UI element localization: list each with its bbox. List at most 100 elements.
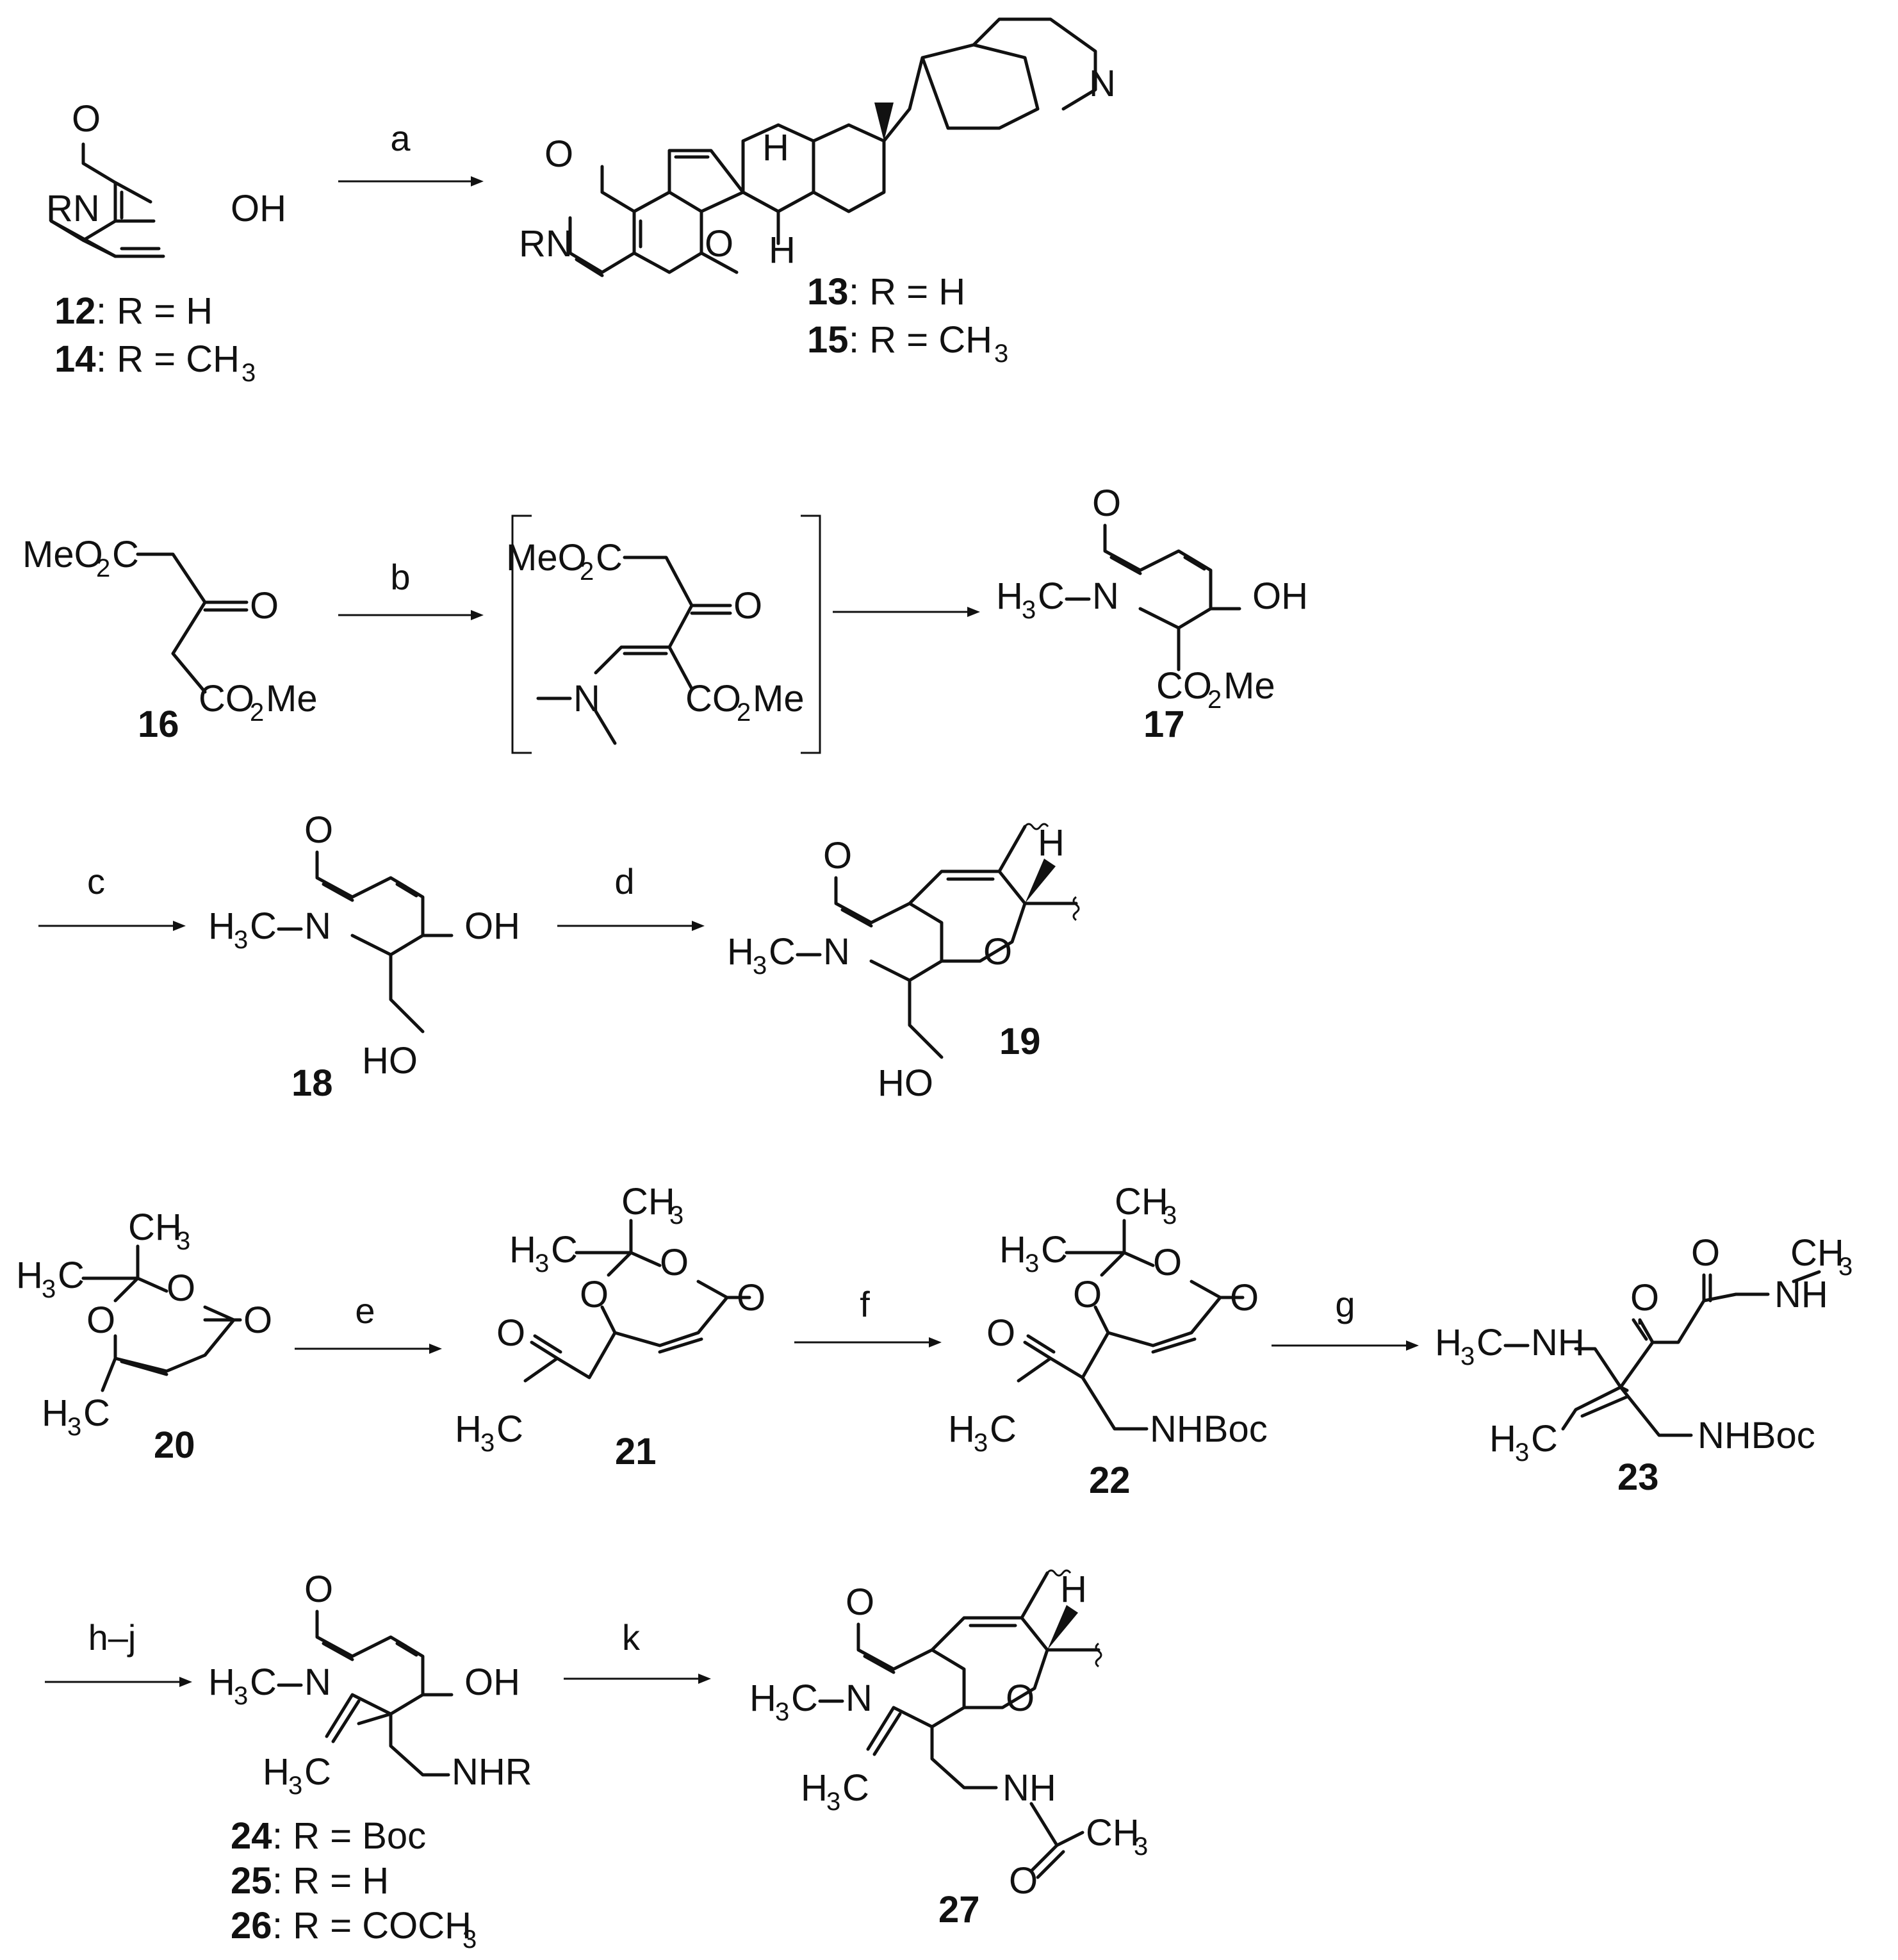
arrowhead-k [698,1674,711,1684]
subscript: 3 [1022,596,1036,624]
oxygen-label: O [72,98,101,140]
reagent-h-j: h–j [88,1617,136,1658]
subscript: 2 [96,554,110,582]
arrowhead-e [429,1344,442,1354]
ring-oxygen-label: O [86,1299,115,1341]
oh-label: OH [464,905,520,947]
reagent-a: a [390,118,411,158]
subscript: 2 [737,698,751,727]
compound-24-text: : R = Boc [272,1815,426,1857]
nitrogen-label: N [304,905,331,947]
ch3-label: CH [1115,1181,1168,1223]
compound-16-structure: MeO 2 C O CO 2 Me [22,534,318,727]
compound-15-number: 15 [807,319,849,361]
arrowhead-f [929,1337,942,1347]
meo2c-label: MeO [22,534,103,575]
arrowhead-c [173,921,186,931]
nh-label: NH [1774,1274,1828,1315]
reagent-c: c [87,861,105,902]
ch3-label: CH [128,1206,182,1248]
compound-23-structure: O CH 3 O NH H 3 C NH H 3 C NHBoc [1435,1232,1853,1467]
intermediate-bracketed-structure: MeO 2 C O N CO 2 Me [506,515,821,754]
meo2c-label: C [596,537,623,579]
h3c-label: H [727,931,754,973]
nhr-label: NHR [452,1751,532,1793]
h3c-label: H [16,1255,43,1296]
h3c-label: H [801,1767,828,1809]
compound-16-number: 16 [138,704,179,745]
h3c-label: C [990,1408,1017,1450]
subscript: 3 [67,1413,81,1441]
arrowhead-a [471,176,484,186]
ch3-label: CH [621,1181,675,1223]
compound-12-text: : R = H [96,290,213,332]
arrowhead-h-j [179,1677,192,1687]
compound-20-structure: CH 3 H 3 C O O O H 3 C [16,1206,272,1441]
subscript: 3 [753,951,767,980]
arrowhead-d [692,921,705,931]
hydrogen-label: H [769,229,796,271]
reagent-e: e [355,1290,375,1331]
compound-27-number: 27 [938,1889,980,1931]
co2me-label: Me [753,678,805,720]
nitrogen-label: N [823,931,850,973]
compound-14-number: 14 [54,338,96,380]
compound-24-26-structure: O H 3 C N OH H 3 C NHR [208,1569,532,1800]
compound-13-15-structure: O RN O H H N [519,17,1116,277]
co2me-label: CO [199,678,254,720]
ring-oxygen-label: O [1006,1677,1035,1719]
ring-oxygen-label: O [660,1242,689,1283]
compound-17-number: 17 [1143,704,1185,745]
compound-18-number: 18 [291,1062,333,1104]
h3c-label: C [1041,1229,1068,1271]
ring-oxygen-label: O [983,931,1012,973]
reagent-f: f [860,1284,870,1324]
compound-12-14-structure: O RN OH [46,98,286,258]
h3c-label: H [208,1661,235,1703]
ho-label: HO [362,1040,418,1082]
co2me-label: Me [1223,665,1275,707]
subscript: 3 [775,1698,789,1726]
methyl-wedge [874,103,894,141]
ring-oxygen-label: O [580,1274,609,1315]
subscript: 3 [480,1429,495,1457]
h3c-label: C [1038,575,1065,617]
subscript: 3 [826,1788,840,1816]
hydrogen-label: H [1038,822,1065,864]
compound-17-structure: O H 3 C N OH CO 2 Me [996,482,1308,714]
co2me-label: CO [1156,665,1212,707]
oxygen-label: O [544,133,573,175]
compound-26-subscript: 3 [462,1925,477,1954]
compound-13-number: 13 [807,271,849,313]
oxygen-label: O [304,809,333,851]
compound-19-structure: O H H 3 C N O HO [727,822,1080,1104]
h3c-label: C [496,1408,523,1450]
nh-label: NH [1531,1322,1585,1363]
compound-25-text: : R = H [272,1860,389,1902]
reagent-d: d [614,861,634,902]
subscript: 3 [176,1227,190,1255]
compound-14-subscript: 3 [241,359,256,387]
subscript: 3 [535,1249,549,1278]
oxygen-label: O [243,1299,272,1341]
subscript: 3 [1134,1832,1148,1861]
subscript: 3 [1515,1438,1529,1467]
subscript: 3 [669,1201,683,1230]
h3c-label: H [455,1408,482,1450]
oxygen-label: O [846,1581,874,1623]
compound-13-text: : R = H [849,271,965,313]
h3c-label: C [1477,1322,1503,1363]
subscript: 3 [1163,1201,1177,1230]
h3c-label: H [948,1408,975,1450]
nitrogen-label: N [846,1677,872,1719]
oh-label: OH [1252,575,1308,617]
ring-oxygen-label: O [1153,1242,1182,1283]
rn-label: RN [46,188,100,229]
co2me-label: Me [266,678,318,720]
subscript: 2 [580,557,594,586]
oxygen-label: O [1691,1232,1720,1274]
h3c-label: H [208,905,235,947]
compound-23-number: 23 [1617,1456,1659,1498]
oxygen-label: O [733,585,762,627]
